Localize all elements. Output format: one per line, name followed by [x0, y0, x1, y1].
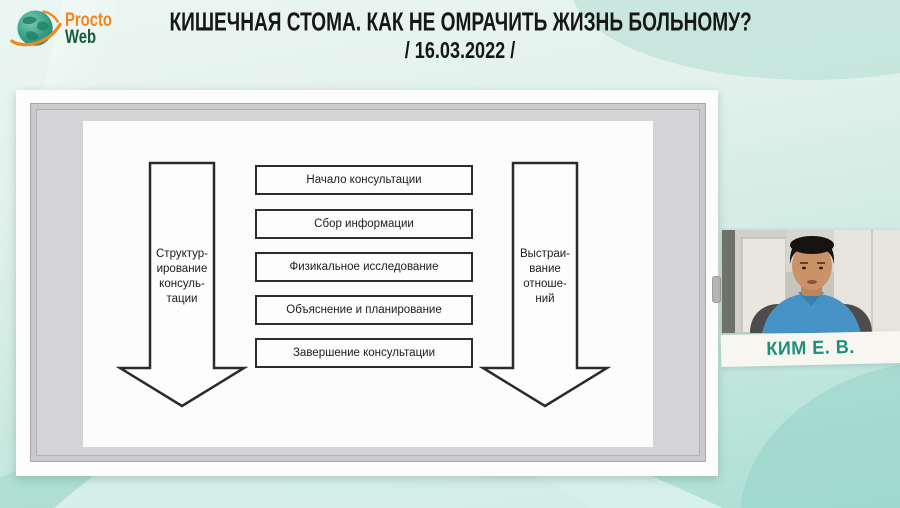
step-box-explanation: Объяснение и планирование: [255, 295, 473, 325]
down-arrow-shape-right: [478, 161, 612, 408]
right-arrow-label-line: вание: [529, 263, 561, 275]
speaker-video-placeholder: [722, 230, 900, 333]
right-arrow-label-line: ний: [535, 293, 555, 305]
webinar-header: КИШЕЧНАЯ СТОМА. КАК НЕ ОМРАЧИТЬ ЖИЗНЬ БО…: [110, 7, 810, 64]
right-arrow-label-line: отноше-: [523, 278, 567, 290]
right-arrow-label: Выстраи- вание отноше- ний: [499, 247, 591, 307]
proctoweb-logo: Procto Web: [10, 4, 125, 61]
logo-word-web: Web: [65, 27, 97, 48]
logo-text: Procto Web: [65, 11, 125, 47]
left-arrow-label-line: Структур-: [156, 248, 208, 260]
slide-light-beam-decoration: [53, 474, 724, 508]
left-arrow-label-line: тации: [166, 293, 198, 305]
logo-word-procto: Procto: [65, 10, 112, 31]
slide-page: Структур- ирование консуль- тации Выстра…: [83, 121, 653, 447]
flow-diagram-arrows: [115, 161, 612, 408]
slide-card: Структур- ирование консуль- тации Выстра…: [16, 90, 718, 476]
background-blob-decoration: [740, 360, 900, 508]
globe-icon: [10, 4, 62, 61]
webcam-video[interactable]: [722, 230, 900, 333]
step-box-closing: Завершение консультации: [255, 338, 473, 368]
page-date: / 16.03.2022 /: [404, 38, 516, 64]
step-box-start: Начало консультации: [255, 165, 473, 195]
page-title: КИШЕЧНАЯ СТОМА. КАК НЕ ОМРАЧИТЬ ЖИЗНЬ БО…: [169, 7, 752, 37]
speaker-name: КИМ Е. В.: [766, 336, 856, 361]
left-arrow-label-line: консуль-: [159, 278, 205, 290]
right-arrow-label-line: Выстраи-: [520, 248, 570, 260]
down-arrow-shape-left: [115, 161, 249, 408]
speaker-name-banner: КИМ Е. В.: [720, 330, 900, 368]
left-arrow-label-line: ирование: [156, 263, 208, 275]
step-box-physical: Физикальное исследование: [255, 252, 473, 282]
slide-gray-frame: Структур- ирование консуль- тации Выстра…: [30, 103, 706, 462]
panel-collapse-handle[interactable]: [712, 276, 721, 303]
step-box-info: Сбор информации: [255, 209, 473, 239]
left-arrow-label: Структур- ирование консуль- тации: [136, 247, 228, 307]
